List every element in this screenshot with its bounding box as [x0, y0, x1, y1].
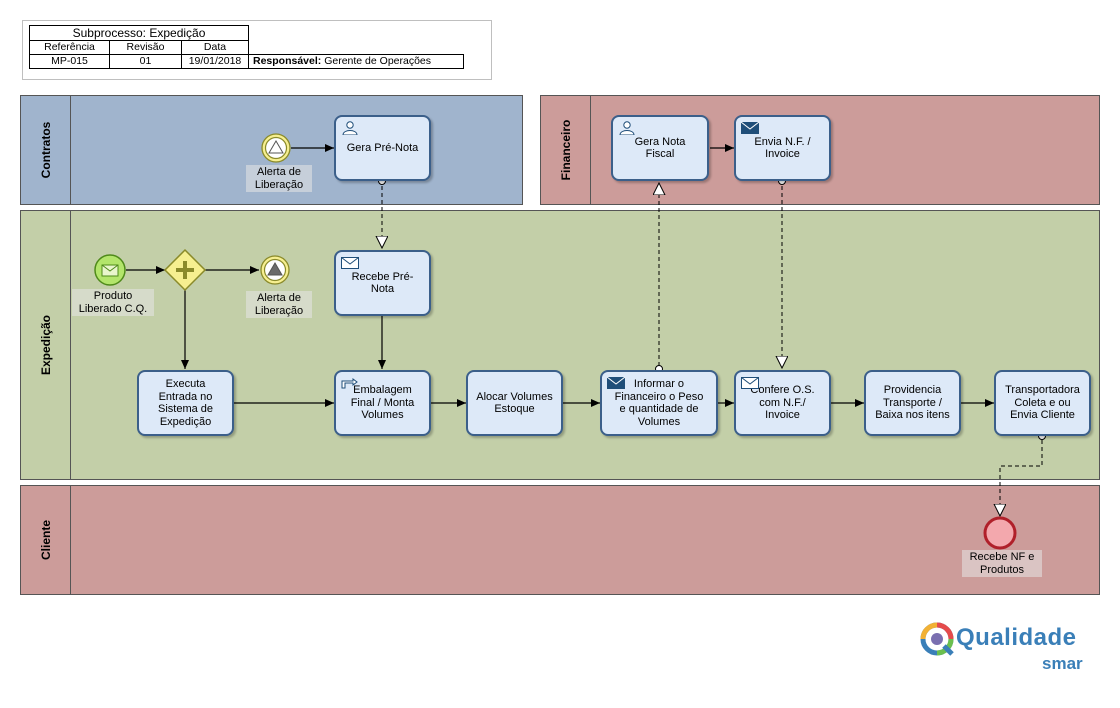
qualidade-smar-logo: Qualidade smar — [920, 622, 1100, 678]
revision-header: Revisão — [109, 40, 182, 55]
lane-contratos-header: Contratos — [21, 96, 71, 204]
parallel-gateway — [163, 248, 207, 292]
manual-task-icon — [341, 378, 358, 389]
label-produto-liberado: Produto Liberado C.Q. — [72, 289, 154, 316]
send-message-icon — [607, 376, 625, 389]
logo-sub: smar — [1042, 654, 1083, 673]
task-informar-financeiro-label: Informar o Financeiro o Peso e quantidad… — [614, 378, 704, 428]
responsible-value: Gerente de Operações — [324, 55, 432, 67]
revision-value: 01 — [109, 54, 182, 69]
task-gera-nota-fiscal[interactable]: Gera Nota Fiscal — [611, 115, 709, 181]
date-value: 19/01/2018 — [181, 54, 249, 69]
label-alerta-contratos: Alerta de Liberação — [246, 165, 312, 192]
task-alocar-volumes-label: Alocar Volumes Estoque — [476, 390, 553, 416]
task-transportadora-label: Transportadora Coleta e ou Envia Cliente — [1005, 384, 1080, 422]
task-embalagem-label: Embalagem Final / Monta Volumes — [350, 384, 415, 422]
task-alocar-volumes[interactable]: Alocar Volumes Estoque — [466, 370, 563, 436]
task-envia-nf-invoice-label: Envia N.F. / Invoice — [754, 135, 811, 161]
lane-expedicao-header: Expedição — [21, 211, 71, 479]
task-providencia-transporte[interactable]: Providencia Transporte / Baixa nos itens — [864, 370, 961, 436]
task-informar-financeiro[interactable]: Informar o Financeiro o Peso e quantidad… — [600, 370, 718, 436]
task-executa-entrada[interactable]: Executa Entrada no Sistema de Expedição — [137, 370, 234, 436]
start-event-message — [94, 254, 126, 286]
reference-value: MP-015 — [29, 54, 110, 69]
message-to-cliente — [1000, 440, 1043, 516]
logo-name: Qualidade — [956, 624, 1077, 651]
task-embalagem[interactable]: Embalagem Final / Monta Volumes — [334, 370, 431, 436]
task-recebe-pre-nota-label: Recebe Pré-Nota — [351, 270, 414, 296]
lane-cliente-header: Cliente — [21, 486, 71, 594]
end-event — [983, 516, 1017, 550]
task-transportadora[interactable]: Transportadora Coleta e ou Envia Cliente — [994, 370, 1091, 436]
lane-financeiro-header: Financeiro — [541, 96, 591, 204]
task-gera-pre-nota-label: Gera Pré-Nota — [346, 141, 419, 154]
send-message-icon — [741, 121, 759, 134]
logo-mark-icon — [920, 622, 954, 656]
intermediate-event-catch — [261, 133, 291, 163]
intermediate-event-throw — [260, 255, 290, 285]
user-task-icon — [342, 121, 358, 135]
label-recebe-nf: Recebe NF e Produtos — [962, 550, 1042, 577]
label-alerta-expedicao: Alerta de Liberação — [246, 291, 312, 318]
task-gera-nota-fiscal-label: Gera Nota Fiscal — [634, 135, 686, 161]
receive-message-icon — [341, 257, 359, 269]
task-confere-os-label: Confere O.S. com N.F./ Invoice — [750, 384, 815, 422]
task-executa-entrada-label: Executa Entrada no Sistema de Expedição — [157, 378, 214, 428]
task-gera-pre-nota[interactable]: Gera Pré-Nota — [334, 115, 431, 181]
responsible-cell: Responsável: Gerente de Operações — [248, 54, 464, 69]
task-confere-os[interactable]: Confere O.S. com N.F./ Invoice — [734, 370, 831, 436]
task-envia-nf-invoice[interactable]: Envia N.F. / Invoice — [734, 115, 831, 181]
receive-message-icon — [741, 377, 759, 389]
lane-cliente: Cliente — [20, 485, 1100, 595]
responsible-label: Responsável: — [253, 55, 322, 67]
task-recebe-pre-nota[interactable]: Recebe Pré-Nota — [334, 250, 431, 316]
user-task-icon — [619, 121, 635, 135]
task-providencia-transporte-label: Providencia Transporte / Baixa nos itens — [875, 384, 950, 422]
process-metadata-table: Subprocesso: Expedição Referência Revisã… — [29, 25, 464, 69]
